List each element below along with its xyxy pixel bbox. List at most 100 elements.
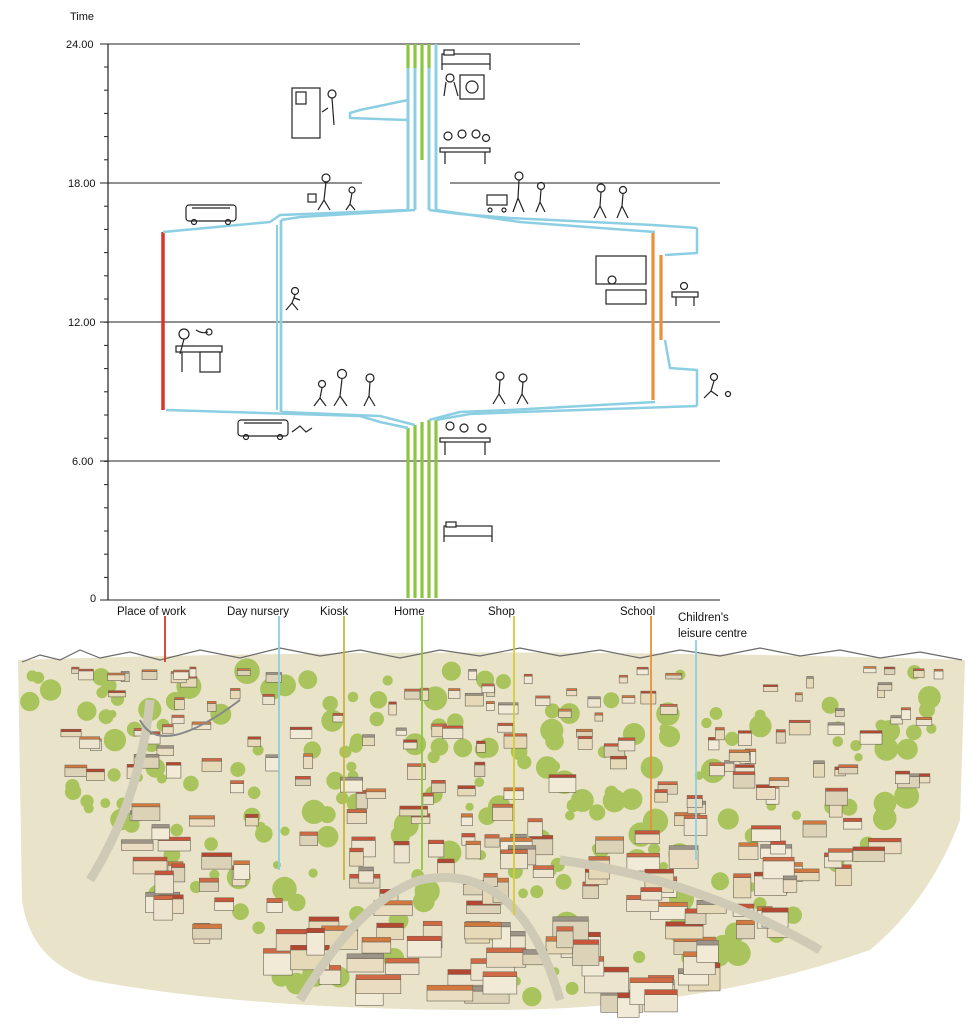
tree <box>701 717 712 729</box>
building <box>468 669 477 681</box>
time-axis: Time 24.00 18.00 12.00 6.00 0 <box>66 11 720 605</box>
tree <box>495 674 511 690</box>
building <box>166 762 182 779</box>
building <box>318 965 342 985</box>
breakfast-icon <box>439 421 491 455</box>
building <box>482 971 518 995</box>
building <box>189 666 197 678</box>
tree <box>326 771 345 790</box>
building <box>230 688 241 700</box>
building <box>131 803 161 821</box>
building <box>393 841 410 864</box>
building <box>484 834 500 848</box>
nursery-morning-path <box>281 410 416 427</box>
leisure-return-path <box>435 208 656 234</box>
building <box>294 776 311 786</box>
building <box>457 785 476 797</box>
tree <box>272 876 297 902</box>
label-kiosk: Kiosk <box>320 606 348 618</box>
building <box>361 937 392 954</box>
building <box>86 768 105 781</box>
leisure-bar <box>663 228 699 406</box>
building <box>751 825 782 842</box>
building <box>587 696 601 708</box>
tree <box>247 786 261 800</box>
tree <box>821 696 839 714</box>
building <box>399 805 428 817</box>
building <box>684 908 707 925</box>
tree <box>832 736 844 747</box>
building <box>728 749 750 762</box>
building <box>827 722 845 735</box>
building <box>265 754 280 772</box>
building <box>395 727 407 736</box>
laundry-icon <box>443 73 485 100</box>
building <box>355 974 402 994</box>
building <box>852 846 886 862</box>
building <box>859 730 883 745</box>
tree <box>298 670 318 690</box>
tree <box>522 987 542 1007</box>
label-school: School <box>620 606 655 618</box>
building <box>437 858 455 875</box>
tree <box>602 789 626 813</box>
building <box>668 845 699 869</box>
tree <box>83 803 94 814</box>
building <box>154 870 174 894</box>
tree <box>784 906 802 924</box>
building <box>919 773 931 784</box>
tree <box>322 695 338 712</box>
building <box>406 935 442 958</box>
tree <box>230 762 246 777</box>
tick-label-6: 6.00 <box>72 456 93 468</box>
building <box>890 715 903 725</box>
building <box>813 760 825 778</box>
building <box>465 840 481 860</box>
building <box>558 708 572 718</box>
building <box>263 948 293 976</box>
tree <box>204 837 218 851</box>
building <box>535 695 551 706</box>
tree <box>725 731 740 747</box>
building <box>349 847 364 867</box>
tree <box>873 791 897 815</box>
building <box>385 957 420 975</box>
building <box>448 688 461 699</box>
building <box>476 740 486 753</box>
building <box>610 755 628 770</box>
building <box>346 953 385 973</box>
building <box>556 926 574 949</box>
label-leisure-2: leisure centre <box>678 628 747 640</box>
building <box>201 758 223 772</box>
city-illustration <box>18 647 965 1018</box>
tree <box>77 701 97 721</box>
building <box>654 789 668 803</box>
building <box>365 788 387 799</box>
building <box>362 734 375 746</box>
building <box>192 923 222 940</box>
tree <box>339 745 352 758</box>
building <box>79 736 101 750</box>
building <box>709 762 725 777</box>
building <box>788 719 811 736</box>
building <box>835 864 852 886</box>
tree <box>301 799 326 825</box>
building <box>863 666 877 674</box>
tree <box>540 718 564 743</box>
building <box>64 764 88 777</box>
building <box>584 966 629 994</box>
building <box>236 668 251 676</box>
building <box>464 921 502 940</box>
tree <box>906 724 922 741</box>
building <box>403 739 418 750</box>
building <box>618 674 628 684</box>
building <box>566 688 578 697</box>
tree <box>252 921 265 935</box>
tree <box>570 789 594 812</box>
tree <box>347 691 359 703</box>
building <box>523 673 533 684</box>
tree <box>280 826 290 836</box>
tree <box>694 771 704 780</box>
building <box>762 856 795 880</box>
